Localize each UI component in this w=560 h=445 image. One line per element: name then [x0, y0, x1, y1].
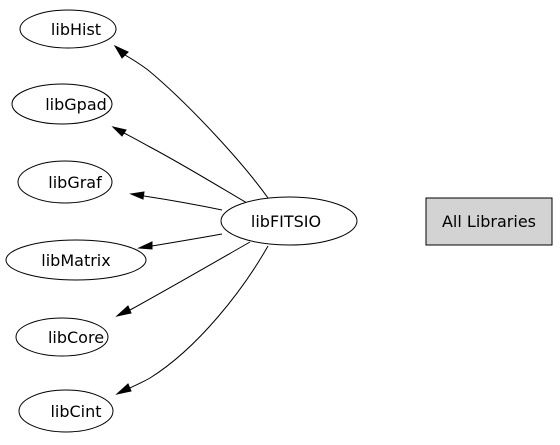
node-libfitsio[interactable]: libFITSIO: [220, 196, 358, 246]
node-label: libHist: [51, 20, 101, 39]
edge-libfitsio-libgraf: [129, 191, 223, 211]
node-libhist[interactable]: libHist: [19, 9, 117, 49]
node-label: libGpad: [45, 95, 107, 114]
arrow-head: [115, 305, 132, 317]
edge-libfitsio-libcore: [115, 241, 251, 317]
node-libmatrix[interactable]: libMatrix: [5, 239, 147, 281]
node-libgpad[interactable]: libGpad: [11, 83, 113, 125]
arrow-head: [129, 191, 145, 200]
arrow-head: [113, 44, 129, 59]
edge-libfitsio-libgpad: [111, 126, 248, 204]
edge-libfitsio-libcint: [115, 245, 269, 395]
all-libraries-label: All Libraries: [442, 212, 536, 231]
arrow-head: [115, 383, 132, 395]
node-label: libGraf: [48, 173, 102, 192]
node-label: libCore: [48, 328, 104, 347]
edges: [111, 44, 269, 395]
arrow-head: [111, 126, 127, 137]
node-libcore[interactable]: libCore: [15, 317, 109, 357]
node-libcint[interactable]: libCint: [18, 389, 114, 433]
node-label: libCint: [50, 402, 101, 421]
dependency-nodes: libHist libGpad libGraf libMatrix libCor…: [5, 9, 147, 433]
arrow-head: [137, 241, 153, 250]
edge-libfitsio-libhist: [113, 44, 269, 199]
node-libgraf[interactable]: libGraf: [17, 160, 113, 204]
node-label: libFITSIO: [251, 212, 321, 231]
node-label: libMatrix: [41, 251, 110, 270]
edge-libfitsio-libmatrix: [137, 233, 223, 250]
all-libraries-link[interactable]: All Libraries: [425, 197, 553, 246]
